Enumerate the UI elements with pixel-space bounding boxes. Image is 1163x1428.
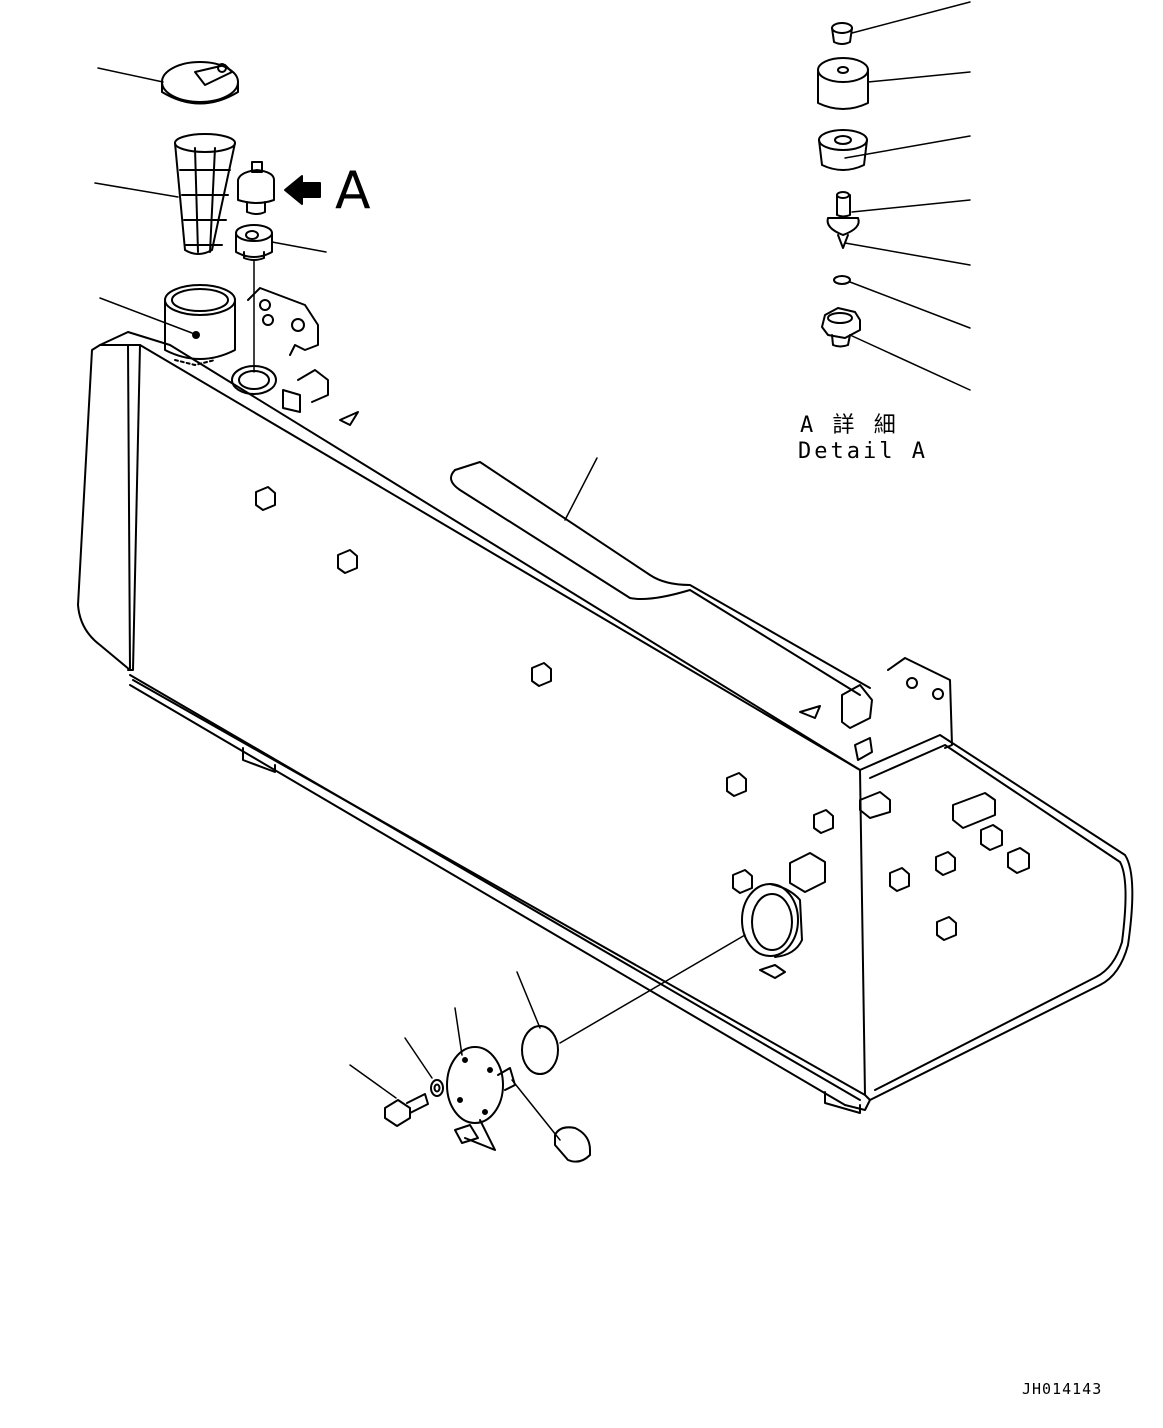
- leader-washer: [404, 1037, 433, 1079]
- detail-a-o-ring: [833, 275, 851, 285]
- tank-boss-set: [255, 486, 891, 894]
- filler-cap: [161, 61, 239, 105]
- leader-detail-a-cap: [851, 1, 971, 34]
- leader-sender-port: [559, 934, 746, 1044]
- sender-gasket: [521, 1025, 559, 1075]
- detail-a-cover: [817, 57, 869, 110]
- detail-a-valve: [826, 191, 860, 249]
- fuel-tank-body: [77, 331, 1134, 1114]
- leader-strainer: [94, 182, 179, 198]
- leader-detail-a-valve-tip: [844, 242, 971, 266]
- leader-detail-a-cover: [867, 71, 971, 83]
- leader-filler-cap: [97, 67, 164, 83]
- leader-filler-neck: [99, 297, 193, 334]
- view-arrow-icon: [284, 175, 321, 205]
- detail-a-cap: [831, 22, 853, 45]
- fuel-level-sender: [446, 1046, 591, 1163]
- washer: [430, 1079, 444, 1097]
- document-id: JH014143: [1022, 1380, 1102, 1398]
- detail-a-fitting: [821, 307, 861, 348]
- tank-top-bracket-right: [799, 657, 953, 761]
- detail-a-title-jp: A 詳 細: [800, 413, 899, 438]
- leader-detail-a-valve: [851, 199, 971, 213]
- tank-top-bracket-left: [247, 287, 359, 426]
- leader-sender-gasket: [516, 971, 541, 1029]
- strainer: [174, 133, 236, 255]
- bolt: [384, 1093, 429, 1127]
- leader-detail-a-body: [844, 135, 971, 159]
- leader-bolt: [349, 1064, 397, 1099]
- leader-detail-a-o-ring: [849, 281, 971, 329]
- detail-a-body: [818, 129, 868, 171]
- leader-fuel-level-sender: [454, 1007, 463, 1056]
- detail-a-title-en: Detail A: [798, 439, 928, 464]
- fuel-sender-port: [741, 883, 803, 979]
- breather-assembly: [231, 161, 277, 395]
- leader-breather-nut: [271, 241, 327, 253]
- filler-neck: [164, 284, 236, 366]
- view-arrow-label: A: [335, 161, 371, 221]
- tank-boss-set-right: [889, 792, 1030, 941]
- leader-detail-a-fitting: [849, 334, 971, 391]
